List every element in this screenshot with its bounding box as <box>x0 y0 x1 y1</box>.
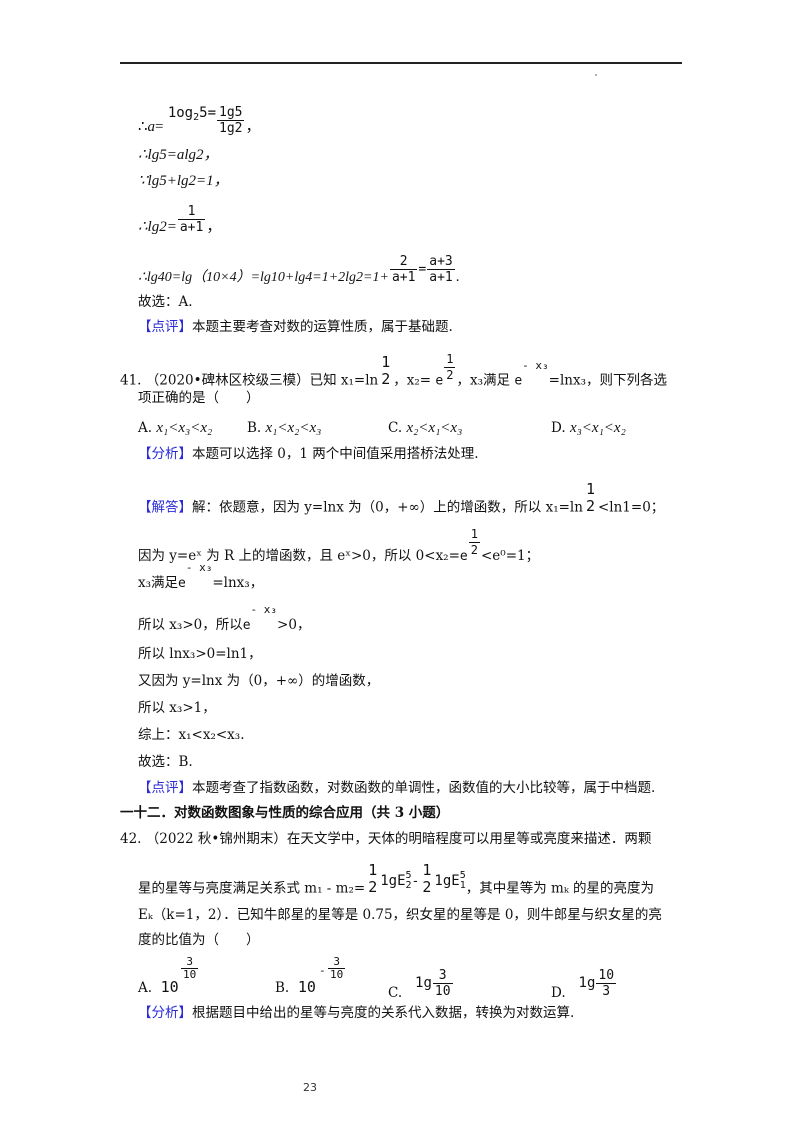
page-number: 23 <box>303 1081 317 1094</box>
exponent-neg-x3: - x₃ <box>522 358 549 372</box>
question-42-stem-line1: 42. （2022 秋•锦州期末）在天文学中，天体的明暗程度可以用星等或亮度来描… <box>120 831 652 847</box>
question-number: 42. <box>120 831 142 847</box>
header-mark <box>595 74 597 76</box>
log-expression: 1og25= <box>167 105 216 123</box>
question-source: （2020•碑林区校级三模） <box>145 372 310 389</box>
question-source: （2022 秋•锦州期末） <box>145 831 287 847</box>
question-42-stem-line3: Eₖ（k=1，2）．已知牛郎星的星等是 0.75，织女星的星等是 0，则牛郎星与… <box>138 907 662 923</box>
question-number: 41. <box>120 372 142 389</box>
exponent-neg-x3: - x₃ <box>250 603 278 616</box>
section-heading: 一十二．对数函数图象与性质的综合应用（共 3 小题） <box>120 805 450 821</box>
option-c[interactable]: C. x₂<x₁<x₃ <box>388 420 463 436</box>
header-rule <box>120 62 682 64</box>
comment-tag: 【点评】 <box>138 319 192 335</box>
option-a[interactable]: A. x₁<x₃<x₂ <box>138 420 213 436</box>
question-41-answer-line1: 【解答】解：依题意，因为 y=lnx 为（0，+∞）上的增函数，所以 x₁=ln… <box>138 480 665 516</box>
comment-basic: 【点评】本题主要考查对数的运算性质，属于基础题. <box>138 319 453 335</box>
question-41-answer-line5: 所以 lnx₃>0=ln1， <box>138 646 262 662</box>
analysis-tag: 【分析】 <box>138 1005 192 1021</box>
question-41-analysis: 【分析】本题可以选择 0，1 两个中间值采用搭桥法处理. <box>138 446 479 462</box>
question-42-stem-line4: 度的比值为（ ） <box>138 932 260 948</box>
comment-tag: 【点评】 <box>138 780 192 796</box>
question-41-comment: 【点评】本题考查了指数函数，对数函数的单调性，函数值的大小比较等，属于中档题. <box>138 780 656 796</box>
option-d[interactable]: D. x₃<x₁<x₂ <box>551 420 626 436</box>
exponent-neg-x3: - x₃ <box>185 561 213 574</box>
question-42-analysis: 【分析】根据题目中给出的星等与亮度的关系代入数据，转换为对数运算. <box>138 1005 575 1021</box>
solution-choice-a: 故选：A. <box>138 294 193 310</box>
question-41-answer-line4: 所以 x₃>0，所以e- x₃>0， <box>138 603 311 633</box>
question-41-stem-line2: 项正确的是（ ） <box>138 390 260 406</box>
solution-line-lg5: ∴lg5=alg2， <box>138 147 219 163</box>
answer-tag: 【解答】 <box>138 499 192 516</box>
analysis-tag: 【分析】 <box>138 446 192 462</box>
question-41-answer-line6: 又因为 y=lnx 为（0，+∞）的增函数， <box>138 673 380 689</box>
solution-line-sum: ∵lg5+lg2=1， <box>138 173 229 189</box>
option-b[interactable]: B. x₁<x₂<x₃ <box>247 420 322 436</box>
question-41-answer-line8: 综上：x₁<x₂<x₃. <box>138 727 245 743</box>
question-41-choice: 故选：B. <box>138 754 193 770</box>
question-41-answer-line3: x₃满足e- x₃=lnx₃， <box>138 561 264 591</box>
question-41-answer-line7: 所以 x₃>1， <box>138 700 216 716</box>
